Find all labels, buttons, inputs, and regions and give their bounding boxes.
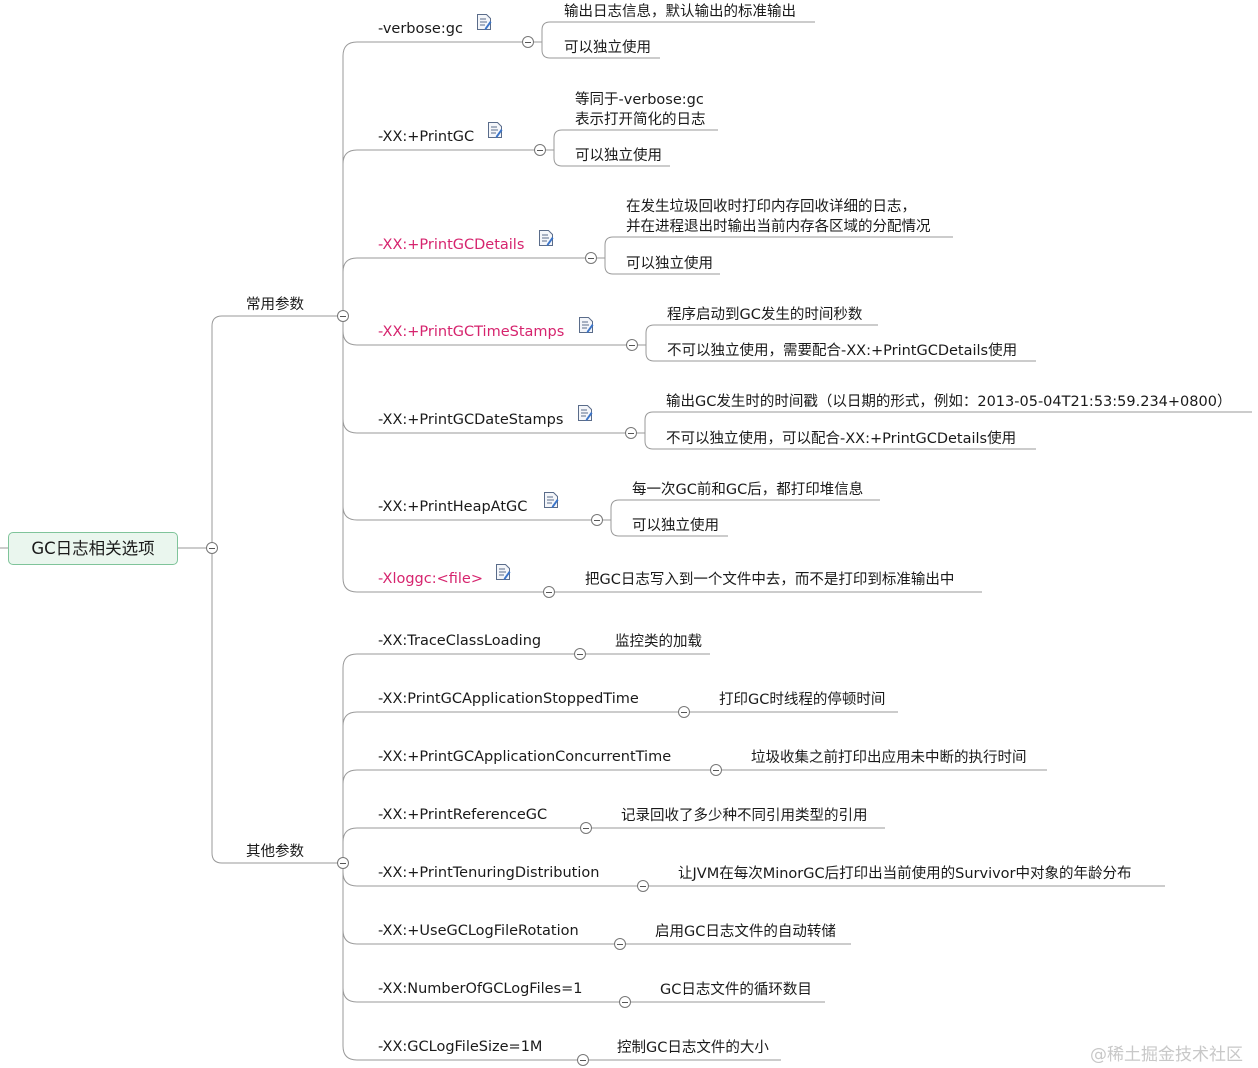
note-text: 可以独立使用 xyxy=(575,148,662,164)
note-text: 不可以独立使用，可以配合-XX:+PrintGCDetails使用 xyxy=(666,431,1017,447)
note-icon[interactable] xyxy=(578,316,594,334)
branch-line xyxy=(342,769,716,863)
branch-line xyxy=(342,827,586,863)
param-label: -XX:+PrintHeapAtGC xyxy=(378,499,528,515)
note-text: 可以独立使用 xyxy=(632,518,719,534)
param-label: -Xloggc:<file> xyxy=(378,571,483,587)
branch-line xyxy=(342,149,540,316)
param-label: -XX:PrintGCApplicationStoppedTime xyxy=(378,691,639,707)
note-line xyxy=(546,129,718,151)
branch-line xyxy=(342,257,591,316)
item-collapse[interactable] xyxy=(625,427,637,439)
note-line xyxy=(637,432,1036,450)
note-line xyxy=(534,21,815,43)
root-node[interactable]: GC日志相关选项 xyxy=(8,532,178,565)
note-text: 输出日志信息，默认输出的标准输出 xyxy=(564,4,796,20)
root-to-other xyxy=(211,548,343,864)
note-text: 让JVM在每次MinorGC后打印出当前使用的Survivor中对象的年龄分布 xyxy=(678,866,1132,882)
branch-line xyxy=(342,711,684,863)
note-icon[interactable] xyxy=(577,404,593,422)
note-text: 可以独立使用 xyxy=(626,256,713,272)
branch-line xyxy=(342,316,549,593)
note-icon[interactable] xyxy=(476,13,492,31)
item-collapse[interactable] xyxy=(580,822,592,834)
param-label: -XX:NumberOfGCLogFiles=1 xyxy=(378,981,583,997)
item-collapse[interactable] xyxy=(637,880,649,892)
note-line xyxy=(546,149,670,167)
param-label: -verbose:gc xyxy=(378,21,463,37)
note-line xyxy=(637,411,1252,434)
note-icon[interactable] xyxy=(495,563,511,581)
item-collapse[interactable] xyxy=(591,514,603,526)
note-text: 程序启动到GC发生的时间秒数 xyxy=(667,307,863,323)
branch-line xyxy=(342,41,528,316)
note-text: 在发生垃圾回收时打印内存回收详细的日志，并在进程退出时输出当前内存各区域的分配情… xyxy=(626,199,931,235)
branch-line xyxy=(342,653,580,863)
item-collapse[interactable] xyxy=(626,339,638,351)
note-text: 启用GC日志文件的自动转储 xyxy=(655,924,836,940)
item-collapse[interactable] xyxy=(710,764,722,776)
root-collapse[interactable] xyxy=(206,542,218,554)
group-label: 其他参数 xyxy=(246,844,304,860)
note-line xyxy=(638,324,878,346)
note-text: 不可以独立使用，需要配合-XX:+PrintGCDetails使用 xyxy=(667,343,1018,359)
item-collapse[interactable] xyxy=(577,1054,589,1066)
group-label: 常用参数 xyxy=(246,297,304,313)
item-collapse[interactable] xyxy=(543,586,555,598)
note-text: 输出GC发生时的时间戳（以日期的形式，例如：2013-05-04T21:53:5… xyxy=(666,394,1232,410)
item-collapse[interactable] xyxy=(522,36,534,48)
note-text: 记录回收了多少种不同引用类型的引用 xyxy=(621,808,868,824)
param-label: -XX:+PrintGCDetails xyxy=(378,237,525,253)
root-to-common xyxy=(211,315,343,548)
note-text: 监控类的加载 xyxy=(615,634,702,650)
item-collapse[interactable] xyxy=(585,252,597,264)
item-collapse[interactable] xyxy=(614,938,626,950)
note-text: 控制GC日志文件的大小 xyxy=(617,1040,769,1056)
note-line xyxy=(603,499,880,521)
param-label: -XX:TraceClassLoading xyxy=(378,633,542,649)
item-collapse[interactable] xyxy=(574,648,586,660)
note-icon[interactable] xyxy=(543,491,559,509)
note-line xyxy=(534,41,660,59)
param-label: -XX:+PrintGC xyxy=(378,129,475,145)
group-collapse[interactable] xyxy=(337,857,349,869)
note-text: 垃圾收集之前打印出应用未中断的执行时间 xyxy=(751,750,1027,766)
param-label: -XX:+PrintGCDateStamps xyxy=(378,412,564,428)
note-line xyxy=(597,257,720,275)
note-text: 每一次GC前和GC后，都打印堆信息 xyxy=(632,482,864,498)
param-label: -XX:GCLogFileSize=1M xyxy=(378,1039,543,1055)
param-label: -XX:+PrintGCTimeStamps xyxy=(378,324,565,340)
watermark: @稀土掘金技术社区 xyxy=(1090,1045,1243,1065)
branch-line xyxy=(342,863,583,1061)
param-label: -XX:+PrintReferenceGC xyxy=(378,807,548,823)
note-text: 打印GC时线程的停顿时间 xyxy=(719,692,886,708)
note-line xyxy=(597,236,953,259)
param-label: -XX:+UseGCLogFileRotation xyxy=(378,923,579,939)
note-line xyxy=(603,519,728,537)
param-label: -XX:+PrintGCApplicationConcurrentTime xyxy=(378,749,672,765)
note-icon[interactable] xyxy=(538,229,554,247)
note-line xyxy=(638,344,1036,362)
param-label: -XX:+PrintTenuringDistribution xyxy=(378,865,600,881)
note-text: 可以独立使用 xyxy=(564,40,651,56)
item-collapse[interactable] xyxy=(619,996,631,1008)
item-collapse[interactable] xyxy=(678,706,690,718)
item-collapse[interactable] xyxy=(534,144,546,156)
note-text: 把GC日志写入到一个文件中去，而不是打印到标准输出中 xyxy=(585,572,955,588)
group-collapse[interactable] xyxy=(337,310,349,322)
note-icon[interactable] xyxy=(487,121,503,139)
note-text: GC日志文件的循环数目 xyxy=(660,982,812,998)
